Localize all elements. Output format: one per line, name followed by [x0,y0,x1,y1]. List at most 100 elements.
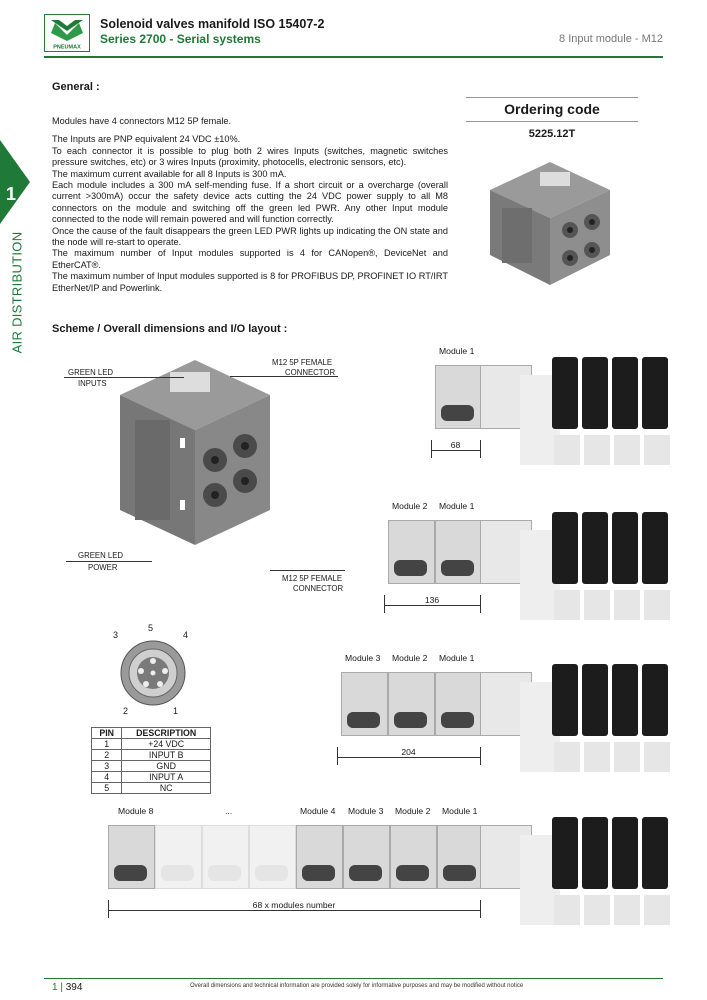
valve-base [644,742,670,772]
valve-base [584,742,610,772]
description-cell: +24 VDC [121,738,211,750]
ordering-title: Ordering code [504,101,600,117]
module-connectors [396,865,429,881]
footer-section: 1 [52,982,58,993]
label-m12-top: CONNECTOR [285,368,336,377]
valve [582,357,608,429]
module-connectors [208,865,241,881]
leader-line [64,377,184,378]
dimension-tick [337,747,338,765]
module-connectors [114,865,147,881]
valve-base [614,895,640,925]
dimension-line [384,605,480,606]
valve [642,357,668,429]
pin-cell: 1 [90,738,123,750]
dimension-value: 68 [450,440,461,450]
module-label: Module 3 [345,653,381,663]
module-drawing [115,350,275,555]
pin-label-2: 2 [123,706,129,716]
valve [552,817,578,889]
valve [552,664,578,736]
module-connectors [441,560,474,576]
general-line: The Inputs are PNP equivalent 24 VDC ±10… [52,134,241,145]
general-line: To each connector it is possible to plug… [52,145,448,168]
general-text: Modules have 4 connectors M12 5P female.… [52,116,448,294]
ordering-code: 5225.12T [528,128,576,140]
valve-base [554,895,580,925]
dimension-line [108,910,480,911]
description-cell: GND [121,760,211,772]
module-label: Module 2 [392,501,428,511]
pin-table-header: PIN [90,727,123,739]
general-line: The maximum current available for all 8 … [52,168,287,179]
pin-cell: 3 [90,760,123,772]
pin-label-3: 3 [113,630,119,640]
module-connectors [394,712,427,728]
valve [552,512,578,584]
ordering-rule-top [466,97,638,98]
m12-connector-diagram [108,628,198,723]
valve [582,664,608,736]
dimension-tick [384,595,385,613]
module-label: Module 8 [118,806,154,816]
leader-line [270,570,345,571]
dimension-tick [480,747,481,765]
product-photo [480,150,620,295]
valve-base [584,895,610,925]
valve-base [584,590,610,620]
module-connectors [161,865,194,881]
general-line: Once the cause of the fault disappears t… [52,225,448,248]
label-green-led-power: POWER [88,563,118,572]
chapter-number: 1 [6,184,17,204]
module-connectors [394,560,427,576]
chapter-label: AIR DISTRIBUTION [9,231,25,354]
module-label: Module 1 [439,346,475,356]
pneumax-logo: PNEUMAX [44,14,90,52]
module-label: Module 3 [348,806,384,816]
page-number: 1 | 394 [52,982,83,993]
general-line: The maximum number of Input modules supp… [52,248,448,270]
section-label: 8 Input module - M12 [559,33,663,45]
valve [582,817,608,889]
ordering-rule-bottom [466,121,638,122]
pin-cell: 4 [90,771,123,783]
valve [642,664,668,736]
module-connectors [441,712,474,728]
dimension-value: 204 [401,747,416,757]
table-row: 1+24 VDC [90,738,211,750]
page-subtitle: Series 2700 - Serial systems [100,32,261,46]
dimension-value: 136 [424,595,440,605]
leader-line [66,561,152,562]
valve [642,817,668,889]
general-line: Modules have 4 connectors M12 5P female. [52,116,232,126]
footer-divider [44,978,663,979]
header-divider [44,56,663,58]
valve [612,512,638,584]
label-green-led-power: GREEN LED [78,551,124,560]
valve [612,664,638,736]
pin-label-4: 4 [183,630,189,640]
valve-base [554,590,580,620]
pin-cell: 2 [90,749,123,761]
dimension-line [337,757,480,758]
general-line: The maximum number of Input modules supp… [52,271,448,293]
dimension-tick [108,900,109,918]
module-connectors [443,865,476,881]
label-m12-top: M12 5P FEMALE [272,358,333,367]
module-label: Module 1 [439,653,475,663]
pin-table-header: DESCRIPTION [121,727,211,739]
valve-base [614,435,640,465]
module-label: Module 2 [392,653,428,663]
valve-base [644,895,670,925]
scheme-heading: Scheme / Overall dimensions and I/O layo… [52,323,288,335]
general-line: Each module includes a 300 mA self-mendi… [52,180,448,225]
brand-wordmark: PNEUMAX [53,45,81,51]
valve-base [644,590,670,620]
pin-label-1: 1 [173,706,179,716]
valve-base [614,590,640,620]
